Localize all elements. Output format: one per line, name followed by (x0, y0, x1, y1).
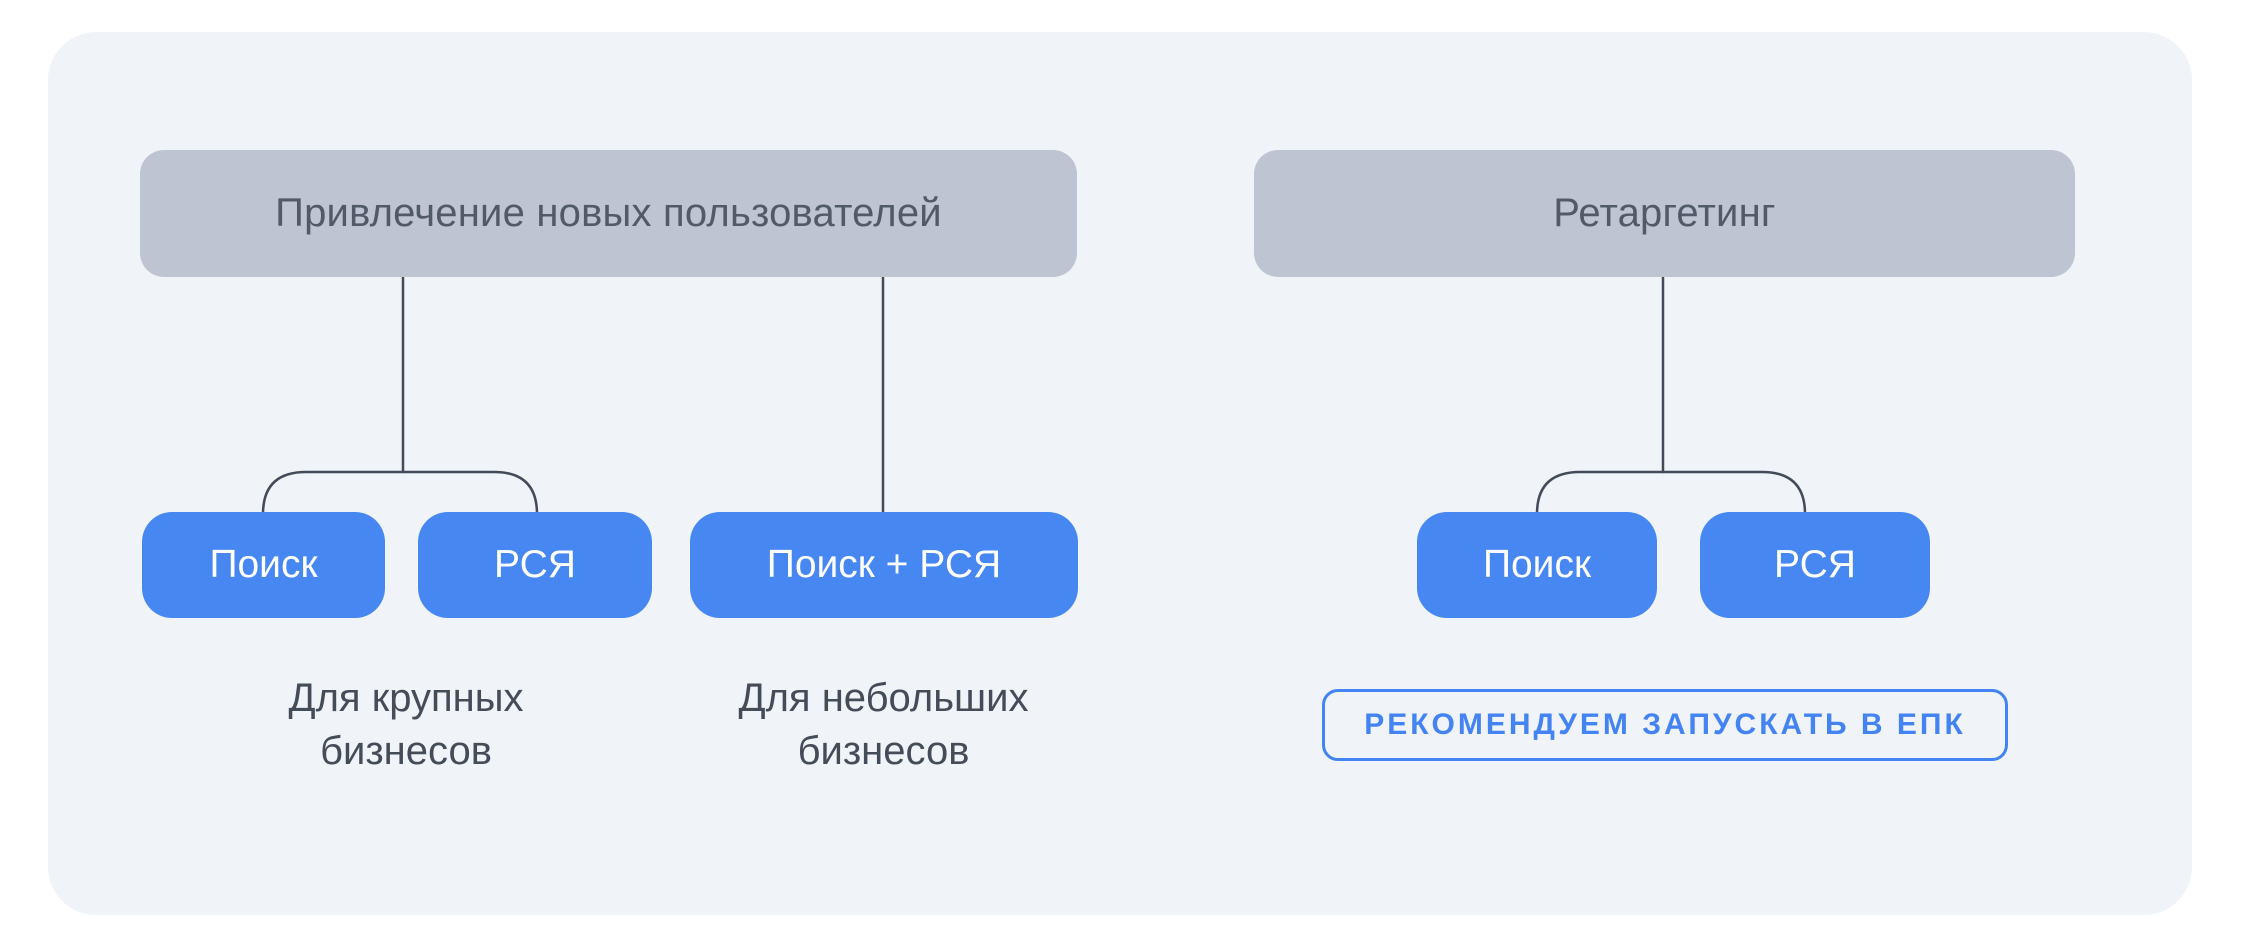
channel-node-rsya-retargeting: РСЯ (1700, 512, 1930, 618)
channel-node-search-plus-rsya: Поиск + РСЯ (690, 512, 1078, 618)
channel-node-search-plus-rsya-label: Поиск + РСЯ (766, 543, 1002, 586)
group-header-retargeting-label: Ретаргетинг (1553, 191, 1776, 235)
group-header-new-users-label: Привлечение новых пользователей (275, 191, 942, 235)
channel-node-search: Поиск (142, 512, 385, 618)
channel-node-rsya-label: РСЯ (494, 543, 576, 586)
recommendation-badge: РЕКОМЕНДУЕМ ЗАПУСКАТЬ В ЕПК (1322, 689, 2008, 761)
recommendation-badge-label: РЕКОМЕНДУЕМ ЗАПУСКАТЬ В ЕПК (1364, 708, 1966, 741)
note-large-businesses: Для крупных бизнесов (288, 676, 524, 773)
group-header-retargeting: Ретаргетинг (1254, 150, 2075, 277)
channel-node-search-retargeting-label: Поиск (1482, 543, 1592, 586)
channel-node-search-label: Поиск (209, 543, 318, 586)
group-header-new-users: Привлечение новых пользователей (140, 150, 1077, 277)
channel-node-rsya-retargeting-label: РСЯ (1774, 543, 1856, 586)
note-small-businesses: Для небольших бизнесов (738, 676, 1029, 773)
channel-node-search-retargeting: Поиск (1417, 512, 1657, 618)
channel-node-rsya: РСЯ (418, 512, 652, 618)
